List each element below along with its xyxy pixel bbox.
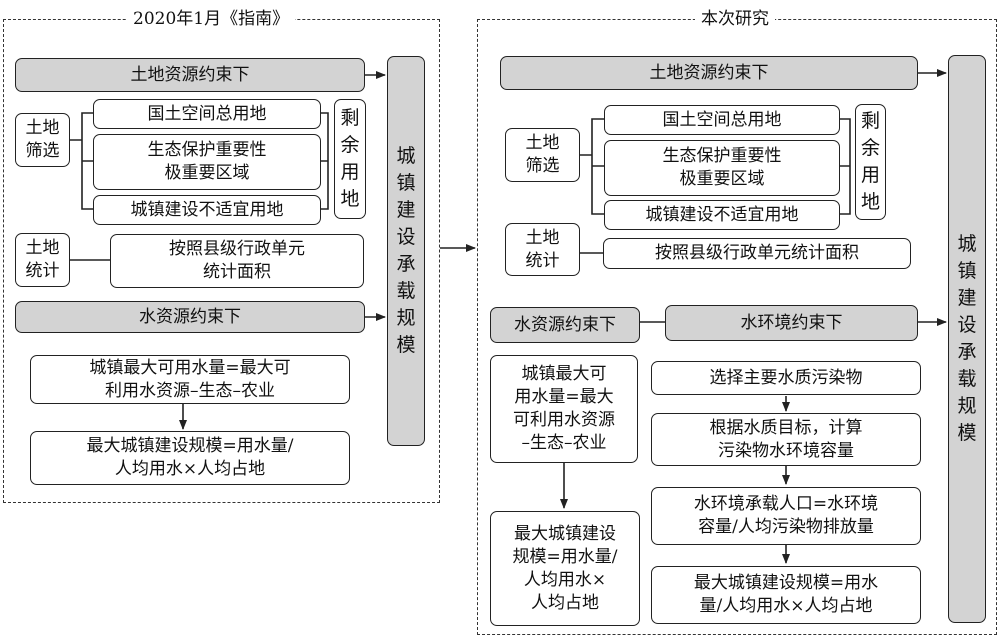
right-max-water: 城镇最大可 用水量=最大 可利用水资源 –生态–农业 <box>490 355 638 463</box>
left-max-scale: 最大城镇建设规模=用水量/ 人均用水×人均占地 <box>30 431 350 485</box>
left-eco-area: 生态保护重要性 极重要区域 <box>93 134 321 190</box>
right-pollutant: 选择主要水质污染物 <box>651 361 921 395</box>
right-land-screen: 土地 筛选 <box>505 128 580 182</box>
left-land-screen: 土地 筛选 <box>15 113 70 167</box>
left-stat-area: 按照县级行政单元 统计面积 <box>110 234 364 288</box>
left-land-total: 国土空间总用地 <box>93 99 321 129</box>
left-panel-title: 2020年1月《指南》 <box>127 9 296 29</box>
left-unsuitable-land: 城镇建设不适宜用地 <box>93 195 321 225</box>
right-water-constraint: 水资源约束下 <box>490 307 640 343</box>
right-population: 水环境承载人口=水环境 容量/人均污染物排放量 <box>651 487 921 545</box>
right-land-constraint: 土地资源约束下 <box>500 56 918 90</box>
left-remaining-land: 剩 余 用 地 <box>334 99 366 219</box>
right-stat-area: 按照县级行政单元统计面积 <box>603 238 911 269</box>
right-water-env-constraint: 水环境约束下 <box>665 305 918 341</box>
right-panel-title: 本次研究 <box>695 9 775 29</box>
right-land-stat: 土地 统计 <box>505 223 580 276</box>
right-unsuitable-land: 城镇建设不适宜用地 <box>604 200 840 230</box>
left-water-constraint: 水资源约束下 <box>15 301 365 333</box>
right-max-scale: 最大城镇建设 规模=用水量/ 人均用水× 人均占地 <box>490 511 640 626</box>
right-remaining-land: 剩 余 用 地 <box>855 104 886 220</box>
right-capacity: 城 镇 建 设 承 载 规 模 <box>948 55 986 623</box>
left-capacity: 城 镇 建 设 承 载 规 模 <box>387 56 425 446</box>
left-max-water: 城镇最大可用水量=最大可 利用水资源–生态–农业 <box>30 355 350 404</box>
left-land-stat: 土地 统计 <box>15 233 70 287</box>
right-env-capacity: 根据水质目标，计算 污染物水环境容量 <box>651 413 921 466</box>
right-env-max-scale: 最大城镇建设规模=用水 量/人均用水×人均占地 <box>651 566 921 624</box>
right-eco-area: 生态保护重要性 极重要区域 <box>604 140 840 196</box>
left-land-constraint: 土地资源约束下 <box>15 58 365 92</box>
right-land-total: 国土空间总用地 <box>604 105 840 135</box>
